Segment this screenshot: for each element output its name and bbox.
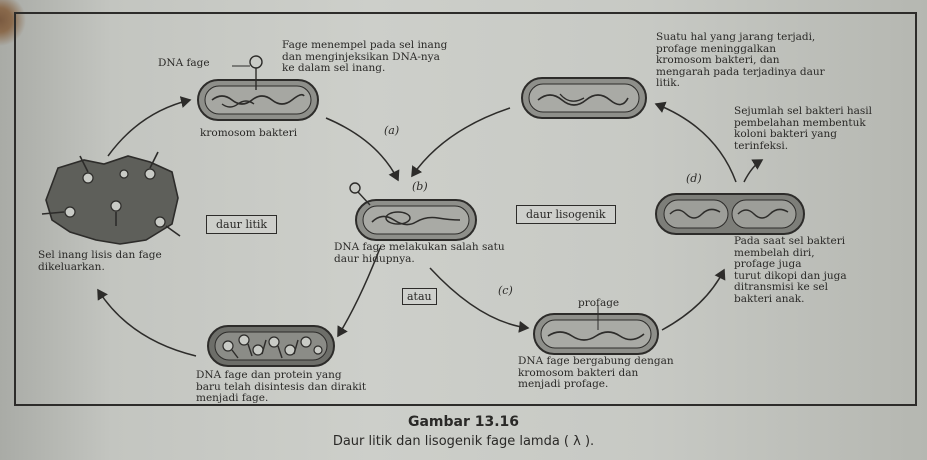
label-phage-synthesis: DNA fage dan protein yang baru telah dis… <box>196 370 366 405</box>
box-daur-lisogenik: daur lisogenik <box>516 205 616 224</box>
box-atau: atau <box>402 288 437 305</box>
label-cell-division: Pada saat sel bakteri membelah diri, pro… <box>734 236 847 305</box>
label-rare-event: Suatu hal yang jarang terjadi, profage m… <box>656 32 825 90</box>
box-daur-litik: daur litik <box>206 215 277 234</box>
figure-title: Gambar 13.16 <box>0 414 927 430</box>
dividing-cells <box>656 194 804 234</box>
step-a: (a) <box>384 124 399 137</box>
step-d: (d) <box>686 172 702 185</box>
label-colony: Sejumlah sel bakteri hasil pembelahan me… <box>734 106 872 152</box>
lysed-cell <box>42 152 180 244</box>
label-kromosom-bakteri: kromosom bakteri <box>200 128 297 140</box>
label-choose-cycle: DNA fage melakukan salah satu daur hidup… <box>334 242 505 265</box>
step-c: (c) <box>498 284 513 297</box>
step-b: (b) <box>412 180 428 193</box>
cell-profage-leaving <box>522 78 646 118</box>
label-attach-inject: Fage menempel pada sel inang dan menginj… <box>282 40 447 75</box>
lysogenic-cell <box>534 306 658 354</box>
label-profage: profage <box>578 298 619 310</box>
label-lysis: Sel inang lisis dan fage dikeluarkan. <box>38 250 162 273</box>
label-dna-fage: DNA fage <box>158 58 210 70</box>
label-dna-integrate: DNA fage bergabung dengan kromosom bakte… <box>518 356 674 391</box>
phage-assembly-cell <box>208 326 334 366</box>
figure-caption: Daur litik dan lisogenik fage lamda ( λ … <box>0 434 927 449</box>
